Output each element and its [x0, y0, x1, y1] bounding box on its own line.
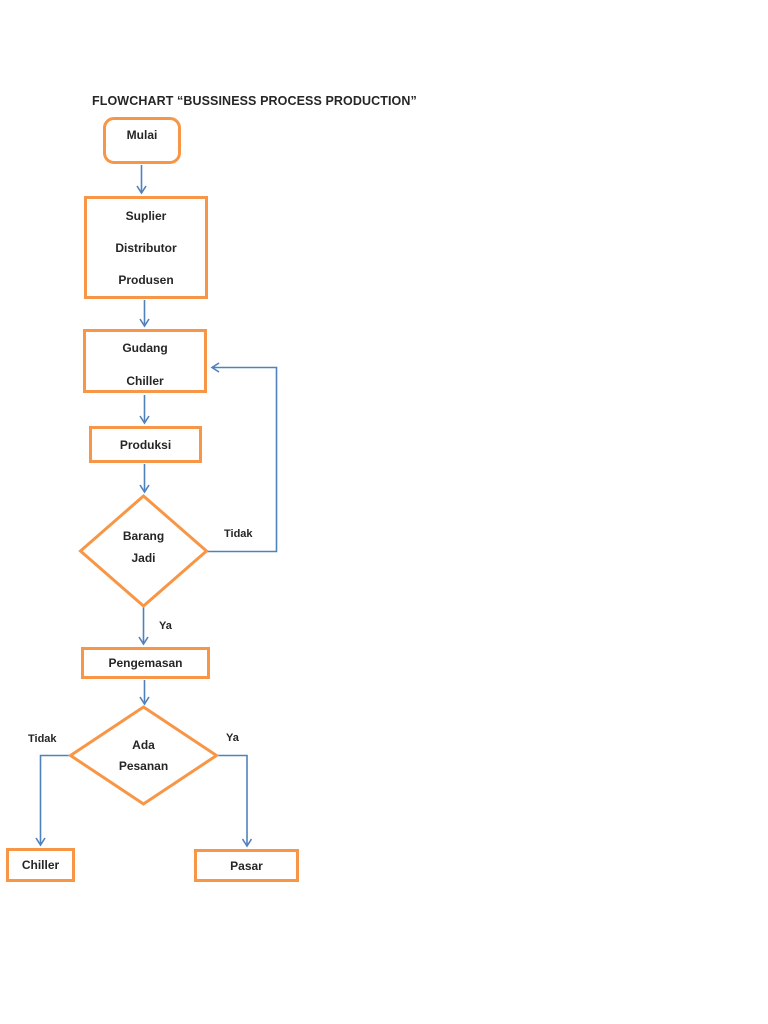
- edge-label-tidak-finished-goods: Tidak: [224, 528, 253, 540]
- page-title: FLOWCHART “BUSSINESS PROCESS PRODUCTION”: [92, 94, 417, 108]
- decision-ada-pesanan-label: Ada Pesanan: [93, 735, 194, 777]
- node-pengemasan: Pengemasan: [81, 647, 210, 679]
- node-pasar-label: Pasar: [230, 858, 263, 873]
- decision-ada-pesanan-line: Ada: [132, 738, 155, 752]
- node-pengemasan-label: Pengemasan: [108, 656, 183, 670]
- node-warehouse-line: Gudang: [122, 341, 168, 355]
- node-suplier-distributor-produsen: Suplier Distributor Produsen: [84, 196, 208, 299]
- node-mulai-label: Mulai: [126, 128, 158, 142]
- decision-barang-jadi-line: Jadi: [131, 550, 156, 565]
- node-warehouse-line: Chiller: [126, 374, 164, 388]
- node-chiller: Chiller: [6, 848, 75, 882]
- edge-finished-goods-no-loop-to-warehouse: [207, 362, 278, 553]
- node-chiller-label: Chiller: [21, 858, 60, 872]
- node-mulai: Mulai: [103, 117, 181, 164]
- node-supplier-line: Suplier: [125, 209, 167, 223]
- edge-label-ya-finished-goods: Ya: [159, 620, 172, 632]
- decision-ada-pesanan-shape: [67, 705, 220, 806]
- decision-ada-pesanan-line: Pesanan: [118, 759, 169, 773]
- node-pasar: Pasar: [194, 849, 299, 882]
- edge-label-ya-order: Ya: [226, 732, 239, 744]
- edge-order-no-to-chiller: [35, 754, 71, 847]
- node-gudang-chiller: Gudang Chiller: [83, 329, 207, 393]
- node-supplier-line: Produsen: [118, 273, 174, 287]
- node-supplier-line: Distributor: [115, 241, 177, 255]
- edge-order-yes-to-market: [216, 754, 253, 848]
- node-produksi-label: Produksi: [119, 437, 172, 452]
- decision-barang-jadi-line: Barang: [122, 529, 165, 543]
- decision-barang-jadi-shape: [78, 494, 209, 608]
- decision-barang-jadi-label: Barang Jadi: [93, 526, 194, 569]
- node-produksi: Produksi: [89, 426, 202, 463]
- edge-label-tidak-order: Tidak: [28, 733, 57, 745]
